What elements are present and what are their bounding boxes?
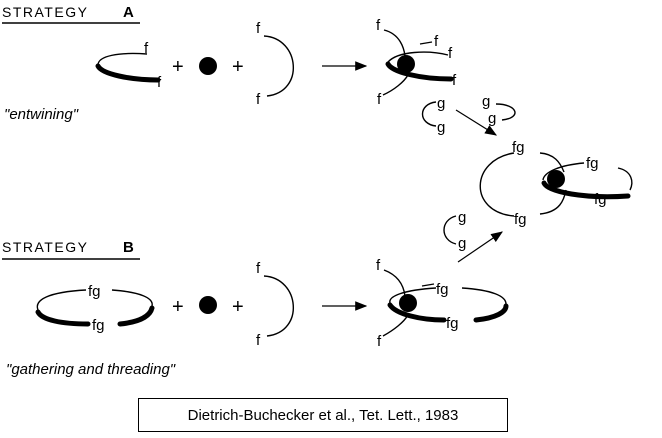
b-to-product-arrow (457, 231, 503, 263)
strategy-b-heading: STRATEGY B (2, 239, 140, 260)
a-half-ring-f-bottom: f (157, 74, 162, 91)
citation-box: Dietrich-Buchecker et al., Tet. Lett., 1… (138, 398, 508, 432)
a-linker-g-right-bottom: g (488, 110, 496, 127)
a-complex-f-3: f (448, 45, 453, 62)
strategy-a-word: STRATEGY (2, 4, 88, 20)
b-ring-fg-bottom: fg (92, 317, 105, 334)
a-plus-1: + (172, 56, 184, 78)
b-threaded-complex: f fg fg f (376, 257, 509, 350)
a-complex-f-4: f (452, 72, 457, 89)
b-arc-f-bottom: f (256, 332, 261, 349)
strategy-a-heading: STRATEGY A (2, 4, 140, 24)
a-complex-f-2: f (434, 33, 439, 50)
a-metal-ion (199, 57, 217, 75)
b-ring: fg fg (35, 283, 155, 334)
b-linker-g-top: g (458, 209, 466, 226)
b-ring-fg-top: fg (88, 283, 101, 300)
product-fg-bottom: fg (514, 211, 527, 228)
catenane-product: fg fg fg fg (479, 139, 633, 228)
strategy-b-caption: "gathering and threading" (6, 361, 176, 378)
a-complex-f-1: f (376, 17, 381, 34)
b-plus-2: + (232, 296, 244, 318)
product-fg-right-bottom: fg (594, 191, 607, 208)
strategy-a-caption: "entwining" (4, 106, 79, 123)
b-complex-f-2: f (377, 333, 382, 350)
a-open-arc: f f (256, 20, 294, 108)
product-fg-right-top: fg (586, 155, 599, 172)
a-half-ring-f-top: f (144, 40, 149, 57)
a-linker-g-left-bottom: g (437, 119, 445, 136)
a-half-ring: f f (95, 40, 162, 91)
a-plus-2: + (232, 56, 244, 78)
strategy-a-letter: A (123, 4, 134, 21)
b-metal-ion (199, 296, 217, 314)
b-arc-f-top: f (256, 260, 261, 277)
b-open-arc: f f (256, 260, 294, 349)
a-to-product-arrow (455, 109, 498, 136)
a-linker-g-left-top: g (437, 95, 445, 112)
strategy-b-word: STRATEGY (2, 239, 88, 255)
b-complex-f-1: f (376, 257, 381, 274)
a-linker-g-right: g g (482, 93, 516, 127)
a-entwined-complex: f f f f f (376, 17, 457, 108)
a-arc-f-top: f (256, 20, 261, 37)
b-plus-1: + (172, 296, 184, 318)
strategy-b-letter: B (123, 239, 134, 256)
b-complex-fg-bottom: fg (446, 315, 459, 332)
b-linker-g: g g (443, 209, 466, 252)
a-linker-g-left: g g (421, 95, 445, 136)
b-linker-g-bottom: g (458, 235, 466, 252)
a-complex-f-5: f (377, 91, 382, 108)
a-linker-g-right-top: g (482, 93, 490, 110)
b-complex-fg-top: fg (436, 281, 449, 298)
a-arc-f-bottom: f (256, 91, 261, 108)
product-fg-top: fg (512, 139, 525, 156)
